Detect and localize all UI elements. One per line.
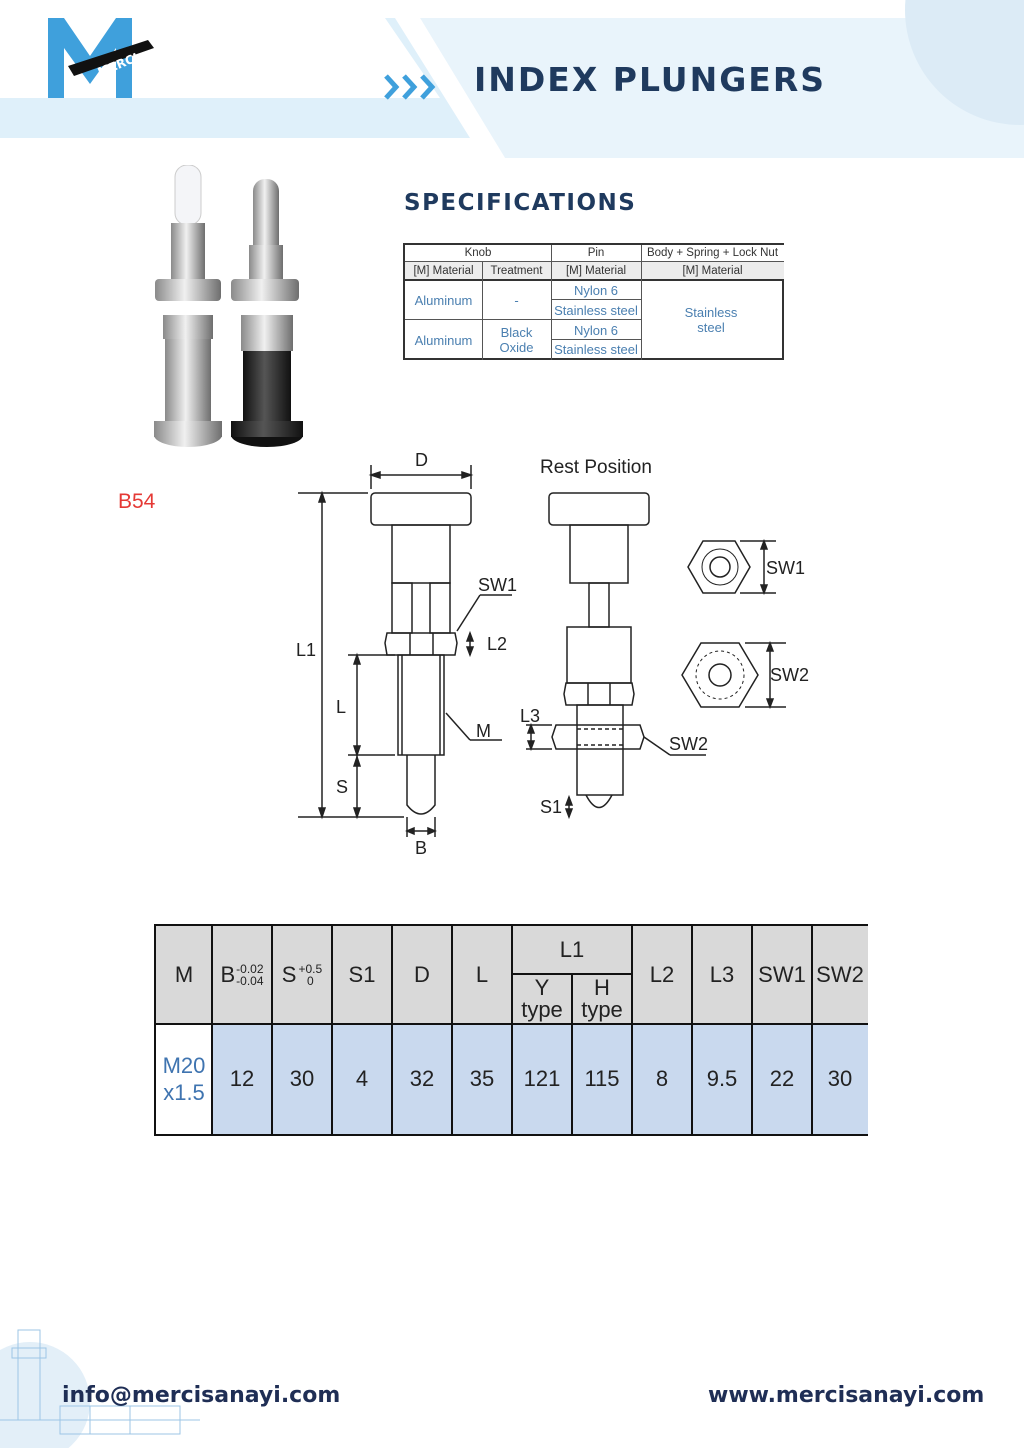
dim-label-S1: S1 — [540, 797, 563, 817]
dim-label-B: B — [415, 838, 428, 858]
cell-S1: 4 — [332, 1024, 392, 1134]
B-tolerance-upper: -0.02 — [236, 962, 264, 976]
dim-label-SW2: SW2 — [669, 734, 709, 754]
footer-blueprint-decoration — [0, 1329, 200, 1448]
hex-label-SW1: SW1 — [766, 558, 806, 578]
cell-B: 12 — [212, 1024, 272, 1134]
cell-M: M20 x1.5 — [162, 1053, 206, 1105]
spec-treatment-1: - — [514, 292, 519, 308]
rest-position-label: Rest Position — [540, 457, 652, 478]
dim-label-L1: L1 — [296, 640, 317, 660]
col-header-L1: L1 — [512, 926, 632, 974]
spec-header-knob-material: [M] Material — [405, 262, 482, 280]
col-header-S: S +0.5 0 — [272, 926, 332, 1024]
hex-label-SW2: SW2 — [770, 665, 810, 685]
spec-knob-material-2: Aluminum — [414, 332, 473, 348]
cell-D: 32 — [392, 1024, 452, 1134]
dimensions-table: M B -0.02 -0.04 S +0.5 0 S1 D L L1 Y typ… — [154, 924, 868, 1136]
cell-L2: 8 — [632, 1024, 692, 1134]
cell-L3: 9.5 — [692, 1024, 752, 1134]
col-header-B: B -0.02 -0.04 — [212, 926, 272, 1024]
spec-header-body-material: [M] Material — [641, 262, 784, 280]
dim-label-M: M — [476, 721, 491, 741]
dim-label-L2: L2 — [487, 634, 508, 654]
col-header-B-symbol: B — [220, 962, 236, 987]
dim-label-SW1: SW1 — [478, 575, 518, 595]
col-header-SW1: SW1 — [752, 926, 812, 1024]
spec-body-material: Stainless steel — [684, 305, 738, 335]
S-tolerance-lower: 0 — [306, 974, 314, 988]
page-title: INDEX PLUNGERS — [474, 60, 827, 99]
chevron-arrows-icon — [384, 74, 436, 100]
col-header-S1: S1 — [332, 926, 392, 1024]
S-tolerance-upper: +0.5 — [298, 962, 323, 976]
specifications-title: SPECIFICATIONS — [404, 190, 637, 216]
col-header-L3: L3 — [692, 926, 752, 1024]
dim-label-S: S — [336, 777, 349, 797]
footer-website[interactable]: www.mercisanayi.com — [708, 1383, 985, 1408]
spec-header-knob: Knob — [405, 245, 551, 262]
col-header-Y-type: Y type — [512, 974, 572, 1024]
spec-header-pin-material: [M] Material — [551, 262, 641, 280]
dim-label-D: D — [415, 450, 428, 470]
corner-circle-decoration — [905, 0, 1024, 125]
spec-pin-2a: Nylon 6 — [573, 322, 619, 338]
cell-L: 35 — [452, 1024, 512, 1134]
cell-L1-Y: 121 — [512, 1024, 572, 1134]
col-header-SW2: SW2 — [812, 926, 868, 1024]
spec-pin-1a: Nylon 6 — [573, 282, 619, 298]
spec-header-body: Body + Spring + Lock Nut — [641, 245, 784, 262]
spec-treatment-2: Black Oxide — [499, 325, 534, 355]
specifications-table: Knob Pin Body + Spring + Lock Nut [M] Ma… — [403, 243, 784, 360]
col-header-D: D — [392, 926, 452, 1024]
col-header-L: L — [452, 926, 512, 1024]
spec-header-treatment: Treatment — [482, 262, 551, 280]
col-header-H-type: H type — [572, 974, 632, 1024]
spec-header-pin: Pin — [551, 245, 641, 262]
product-photo — [154, 165, 303, 447]
spec-pin-2b: Stainless steel — [554, 341, 638, 357]
B-tolerance-lower: -0.04 — [236, 974, 264, 988]
cell-SW1: 22 — [752, 1024, 812, 1134]
spec-knob-material-1: Aluminum — [414, 292, 473, 308]
model-code: B54 — [118, 490, 156, 513]
dim-label-L: L — [336, 697, 347, 717]
cell-S: 30 — [272, 1024, 332, 1134]
cell-SW2: 30 — [812, 1024, 868, 1134]
spec-pin-1b: Stainless steel — [554, 302, 638, 318]
merci-logo: MERCI — [46, 18, 156, 100]
cell-L1-H: 115 — [572, 1024, 632, 1134]
footer-email[interactable]: info@mercisanayi.com — [62, 1383, 341, 1408]
dim-label-L3: L3 — [520, 706, 541, 726]
col-header-M: M — [156, 926, 212, 1024]
col-header-L2: L2 — [632, 926, 692, 1024]
col-header-S-symbol: S — [281, 962, 297, 987]
technical-drawing — [298, 465, 786, 837]
